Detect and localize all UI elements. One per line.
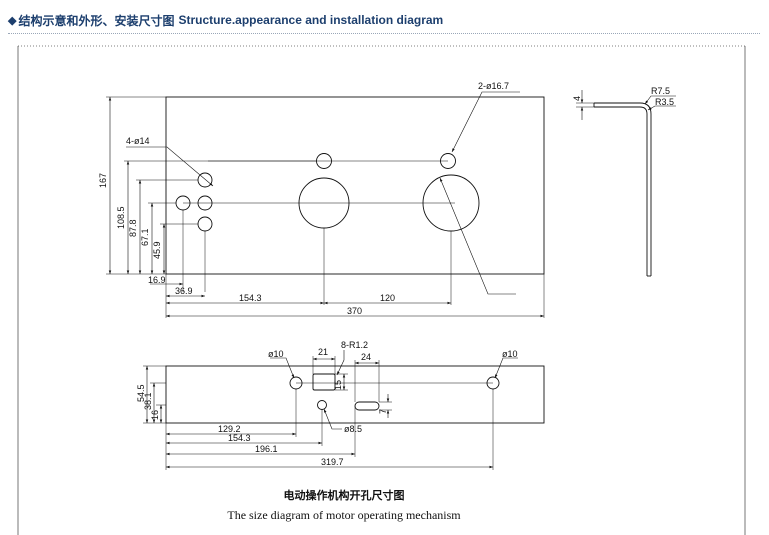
caption-english: The size diagram of motor operating mech…	[227, 508, 461, 522]
drawing-sheet-frame	[17, 45, 746, 535]
side-view-labels: 4 R7.5 R3.5	[572, 86, 674, 107]
top-view-labels: 4-ø14 2-ø16.7 167 108.5 87.8 67.1 45.9 1…	[98, 81, 509, 316]
mount-hole	[197, 216, 213, 232]
side-view-bracket	[576, 90, 676, 277]
dim-67-1: 67.1	[140, 228, 150, 246]
dim-154-3-bottom: 154.3	[228, 433, 251, 443]
dim-r7-5: R7.5	[651, 86, 670, 96]
dim-4: 4	[572, 96, 582, 101]
dim-120: 120	[380, 293, 395, 303]
slot-cutout	[354, 401, 380, 411]
label-d8-5: ø8.5	[344, 424, 362, 434]
dim-196-1: 196.1	[255, 444, 278, 454]
dim-45-9: 45.9	[152, 241, 162, 259]
dim-38-1: 38.1	[143, 392, 153, 410]
rect-cutout	[312, 373, 336, 391]
header-title-english: Structure.appearance and installation di…	[178, 13, 444, 27]
mount-hole	[197, 195, 213, 211]
dim-16: 16	[150, 410, 160, 420]
dim-87-8: 87.8	[128, 219, 138, 237]
caption-chinese: 电动操作机构开孔尺寸图	[284, 488, 405, 502]
hole-d8-5	[317, 400, 327, 410]
dim-54-5: 54.5	[136, 384, 146, 402]
dim-r3-5: R3.5	[655, 97, 674, 107]
label-2-holes: 2-ø16.7	[478, 81, 509, 91]
header-title-chinese: 结构示意和外形、安装尺寸图	[18, 13, 175, 28]
dim-129-2: 129.2	[218, 424, 241, 434]
bracket-outer-edge	[594, 102, 652, 276]
dim-370: 370	[347, 306, 362, 316]
dim-8-r1-2: 8-R1.2	[341, 340, 368, 350]
bottom-view-labels: ø10 ø10 21 8-R1.2 24 15 7 ø8.5 54.5 38.1…	[136, 340, 518, 467]
small-hole	[440, 153, 456, 169]
label-d10-left: ø10	[268, 349, 284, 359]
label-d10-right: ø10	[502, 349, 518, 359]
dim-36-9: 36.9	[175, 286, 193, 296]
dim-15: 15	[333, 380, 343, 390]
small-hole	[316, 153, 332, 169]
panel-outline	[165, 96, 545, 275]
dim-7: 7	[378, 409, 388, 414]
bottom-view-panel	[143, 350, 545, 470]
dim-154-3: 154.3	[239, 293, 262, 303]
dim-21: 21	[318, 347, 328, 357]
dim-24: 24	[361, 352, 371, 362]
bracket-inner-edge	[594, 106, 648, 276]
dim-167: 167	[98, 173, 108, 188]
dim-16-9: 16.9	[148, 275, 166, 285]
label-4-holes: 4-ø14	[126, 136, 150, 146]
header-divider	[8, 33, 760, 35]
page-header: ◆ 结构示意和外形、安装尺寸图 Structure.appearance and…	[8, 10, 443, 30]
dim-108-5: 108.5	[116, 206, 126, 229]
dim-319-7: 319.7	[321, 457, 344, 467]
top-view-panel	[106, 91, 545, 318]
diamond-bullet-icon: ◆	[8, 14, 17, 27]
